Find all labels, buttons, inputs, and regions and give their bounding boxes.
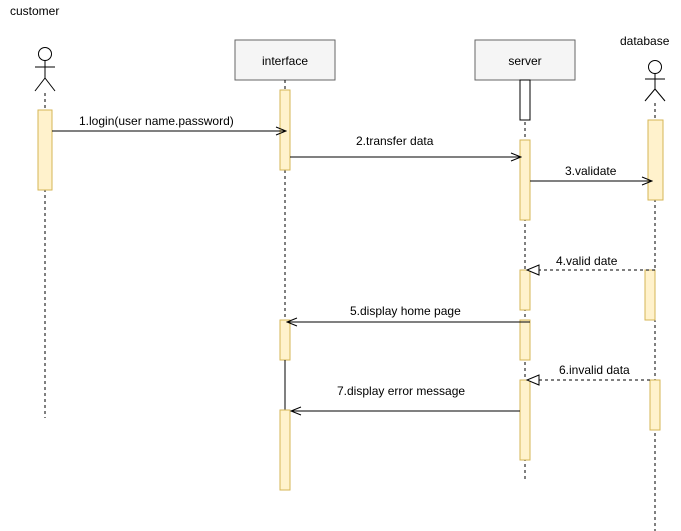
message-label-1: 1.login(user name.password) — [79, 114, 234, 128]
message-label-3: 3.validate — [565, 164, 617, 178]
message-label-5: 5.display home page — [350, 304, 461, 318]
customer-actor-right-leg — [44, 77, 56, 92]
interface-activation-2 — [279, 319, 291, 361]
interface-participant-box — [234, 39, 336, 81]
message-label-2: 2.transfer data — [356, 134, 434, 148]
message-label-7: 7.display error message — [337, 384, 465, 398]
database-actor — [644, 60, 666, 102]
message-label-6: 6.invalid data — [559, 363, 630, 377]
database-activation-2 — [644, 269, 656, 321]
server-participant-box — [474, 39, 576, 81]
customer-activation — [37, 109, 53, 191]
database-actor-left-leg — [644, 88, 656, 102]
customer-actor — [34, 47, 56, 92]
message-label-4: 4.valid date — [556, 254, 618, 268]
interface-activation-1 — [279, 89, 291, 171]
database-activation-3 — [649, 379, 661, 431]
server-lifeline-header-block — [519, 79, 531, 121]
interface-label: interface — [262, 54, 308, 68]
server-activation-1 — [519, 139, 531, 221]
customer-label: customer — [10, 4, 59, 18]
database-label: database — [620, 34, 670, 48]
server-label: server — [508, 54, 541, 68]
database-actor-head — [648, 60, 662, 74]
database-activation-1 — [647, 119, 664, 201]
interface-activation-3 — [279, 409, 291, 491]
server-activation-3 — [519, 319, 531, 361]
customer-actor-head — [38, 47, 52, 61]
database-actor-right-leg — [654, 88, 666, 102]
server-activation-4 — [519, 379, 531, 461]
customer-actor-left-leg — [34, 77, 46, 92]
server-activation-2 — [519, 269, 531, 311]
